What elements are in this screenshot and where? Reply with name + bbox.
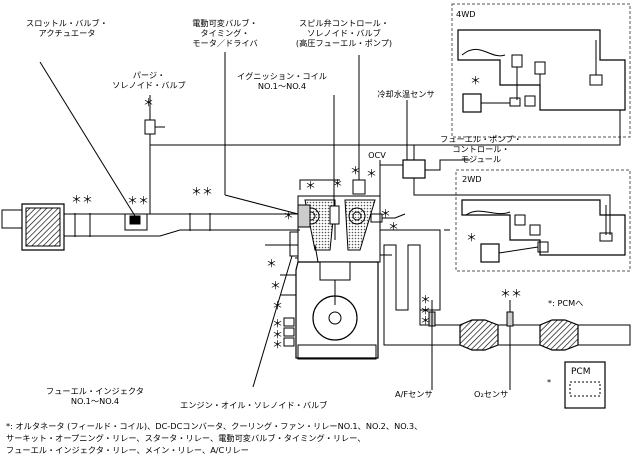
label-purge-solenoid: パージ・ ソレノイド・バルブ (112, 70, 186, 90)
ocv-valve (370, 213, 383, 223)
box-2wd (455, 169, 631, 272)
mark-block-3: ＊ (272, 299, 283, 312)
mark-coil-1: ＊ (332, 177, 343, 190)
label-spill-valve: スピル弁コントロール・ ソレノイド・バルブ (高圧フューエル・ポンプ) (295, 18, 393, 48)
box-4wd (451, 3, 631, 138)
label-ocv: OCV (368, 150, 386, 160)
piston (319, 261, 351, 281)
mark-spill-1: ＊ (350, 164, 361, 177)
ignition-coil-1 (329, 205, 340, 225)
mark-af-3: ＊ (420, 314, 431, 327)
mark-ocv-2: ＊ (388, 220, 399, 233)
fp-module-4wd (462, 93, 482, 113)
air-cleaner (1, 209, 23, 229)
throttle-body (124, 213, 148, 231)
label-o2-sensor: O₂センサ (474, 389, 509, 399)
mark-block-4: ＊ (272, 317, 283, 330)
label-2wd: 2WD (462, 174, 482, 184)
spill-valve (352, 179, 366, 195)
mark-block-5: ＊ (272, 328, 283, 341)
oil-pan (297, 344, 377, 360)
engine-oil-solenoid (289, 231, 299, 257)
label-ignition-coil: イグニッション・コイル NO.1〜NO.4 (237, 71, 327, 91)
mark-4wd: ＊ (470, 74, 481, 87)
label-injector: フューエル・インジェクタ NO.1〜NO.4 (46, 386, 144, 406)
crankshaft (312, 295, 358, 341)
fuel-tank-4wd (457, 29, 626, 111)
mark-2wd: ＊ (466, 231, 477, 244)
label-to-pcm: *: PCMへ (548, 298, 584, 308)
mark-o2: ＊＊ (500, 287, 522, 300)
footnote: *: オルタネータ (フィールド・コイル)、DC-DCコンバータ、クーリング・フ… (6, 421, 423, 455)
fuel-pump-control-module (402, 159, 426, 179)
mark-double-1: ＊＊ (71, 193, 93, 206)
vvt-motor (297, 204, 311, 228)
mark-double-3: ＊＊ (191, 185, 213, 198)
label-vvt-motor-driver: 電動可変バルブ・ タイミング・ モータ／ドライバ (192, 18, 258, 48)
mark-purge: ＊ (143, 96, 154, 109)
fp-module-2wd (480, 243, 500, 263)
label-throttle-actuator: スロットル・バルブ・ アクチュエータ (26, 18, 108, 38)
label-pcm-asterisk: * (547, 377, 552, 387)
label-4wd: 4WD (456, 9, 476, 19)
fuel-injector (314, 244, 319, 263)
mark-af-1: ＊ (420, 293, 431, 306)
mark-block-1: ＊ (266, 257, 277, 270)
label-fuel-pump-control: フューエル・ポンプ・ コントロール・ モジュール (440, 134, 522, 164)
mark-vvt: ＊ (283, 209, 294, 222)
mark-double-2: ＊＊ (127, 194, 149, 207)
mark-ocv-1: ＊ (380, 207, 391, 220)
label-af-sensor: A/Fセンサ (395, 389, 433, 399)
cylinder-block (295, 261, 379, 359)
fuel-tank-2wd (461, 199, 626, 256)
mark-block-2: ＊ (270, 279, 281, 292)
mark-block-6: ＊ (272, 338, 283, 351)
exhaust-camshaft (348, 207, 366, 225)
label-coolant-sensor: 冷却水温センサ (377, 89, 435, 99)
o2-sensor (506, 311, 514, 327)
mark-head-1: ＊ (305, 179, 316, 192)
mark-spill-2: ＊ (366, 167, 377, 180)
label-oil-solenoid: エンジン・オイル・ソレノイド・バルブ (180, 400, 328, 410)
throttle-actuator (129, 215, 141, 225)
purge-solenoid-valve (144, 119, 156, 135)
pcm-box (564, 361, 606, 409)
label-pcm: PCM (571, 367, 591, 377)
mark-af-2: ＊ (420, 304, 431, 317)
